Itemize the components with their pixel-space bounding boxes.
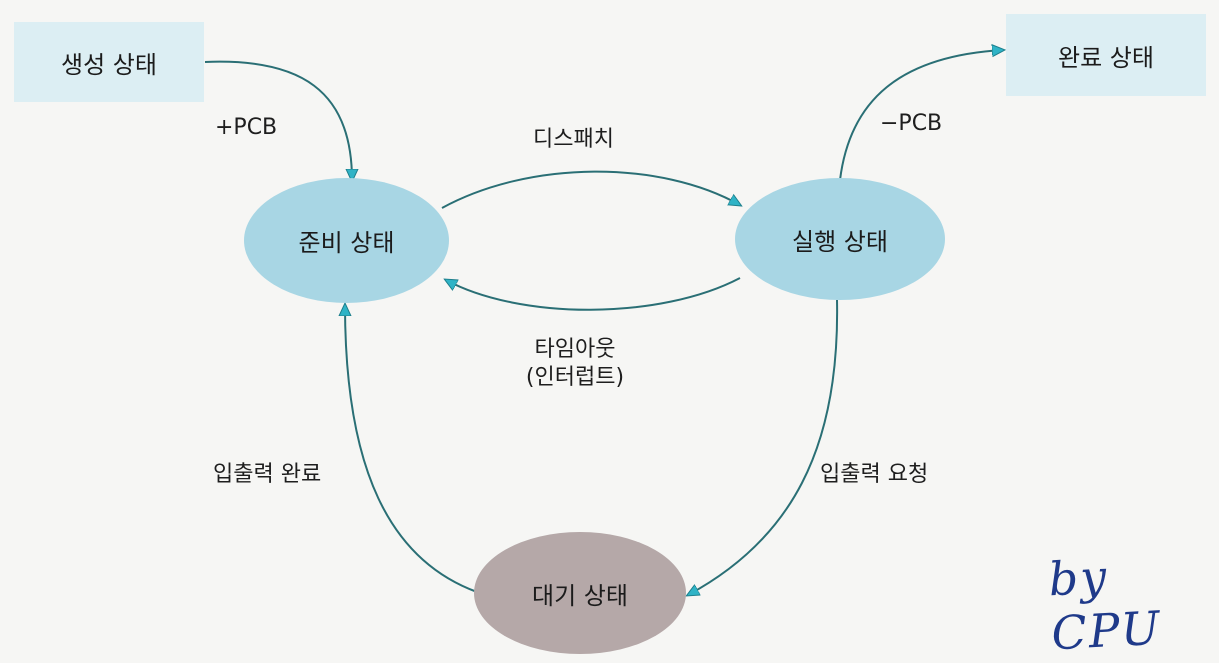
state-waiting-label: 대기 상태 xyxy=(532,581,628,610)
state-running: 실행 상태 xyxy=(735,178,945,300)
state-created: 생성 상태 xyxy=(14,22,204,102)
timeout-label: 타임아웃 (인터럽트) xyxy=(500,336,650,391)
io-request-label: 입출력 요청 xyxy=(820,462,929,487)
admit-label: +PCB xyxy=(215,115,278,140)
state-ready-label: 준비 상태 xyxy=(298,229,395,257)
state-created-label: 생성 상태 xyxy=(61,50,157,79)
handwritten-signature: by CPU xyxy=(1047,549,1163,661)
state-ready: 준비 상태 xyxy=(244,178,449,303)
timeout-label-line1: 타임아웃 xyxy=(534,337,616,362)
dispatch-arrow xyxy=(441,170,740,209)
admit-arrow xyxy=(204,60,352,180)
timeout-arrow xyxy=(446,277,741,311)
state-terminated-label: 완료 상태 xyxy=(1058,43,1154,72)
state-terminated: 완료 상태 xyxy=(1006,14,1206,96)
io-complete-label: 입출력 완료 xyxy=(213,462,322,487)
io-complete-arrow xyxy=(345,305,478,593)
exit-label: −PCB xyxy=(880,111,943,136)
io-request-arrow xyxy=(688,299,839,595)
state-running-label: 실행 상태 xyxy=(792,227,888,256)
dispatch-label: 디스패치 xyxy=(533,127,614,152)
exit-arrow xyxy=(839,50,1003,181)
timeout-label-line2: (인터럽트) xyxy=(525,364,625,390)
state-waiting: 대기 상태 xyxy=(474,532,686,654)
